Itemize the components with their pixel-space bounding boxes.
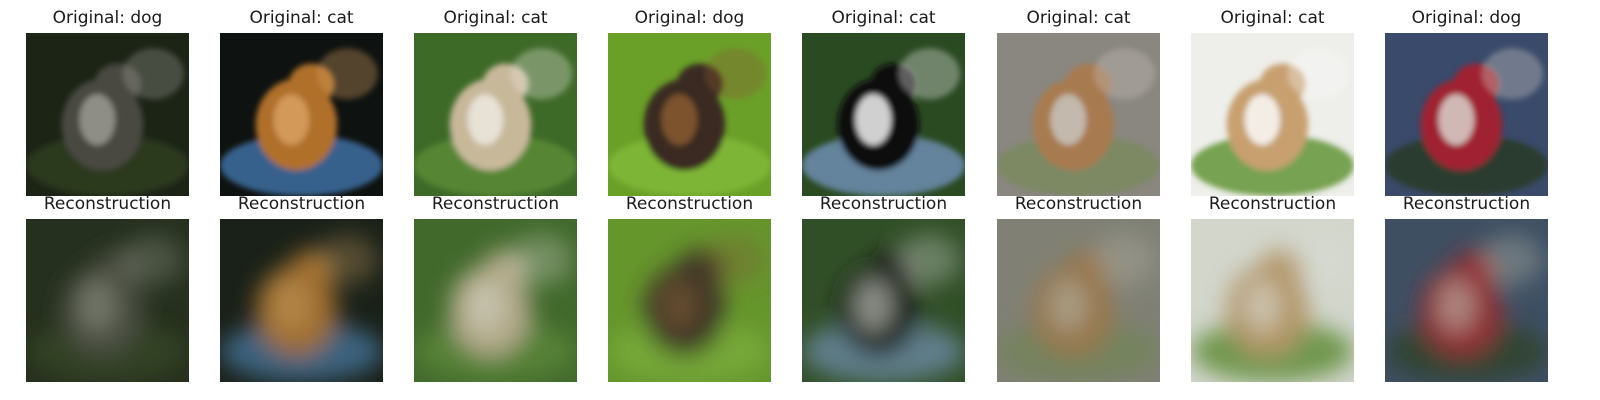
blurry-black-white-cat-reconstruction [802, 219, 965, 382]
spotted-cat-on-blue-photo [220, 33, 383, 196]
blurry-husky-reconstruction [1385, 219, 1548, 382]
cat-walking-on-white-photo [1191, 33, 1354, 196]
tabby-cat-standing-photo [997, 33, 1160, 196]
reconstruction-title: Reconstruction [237, 194, 366, 214]
original-title: Original: dog [634, 8, 745, 28]
brown-dog-walking-on-grass-photo [608, 33, 771, 196]
cat-lying-on-grass-photo [414, 33, 577, 196]
blurry-dark-dog-reconstruction [26, 219, 189, 382]
original-title: Original: cat [1026, 8, 1131, 28]
dark-dog-sitting-photo [26, 33, 189, 196]
original-title: Original: dog [1411, 8, 1522, 28]
original-title: Original: cat [1220, 8, 1325, 28]
reconstruction-title: Reconstruction [1014, 194, 1143, 214]
original-title: Original: cat [443, 8, 548, 28]
original-title: Original: cat [831, 8, 936, 28]
blurry-white-reconstruction [1191, 219, 1354, 382]
black-white-cat-sitting-photo [802, 33, 965, 196]
reconstruction-title: Reconstruction [431, 194, 560, 214]
husky-dog-with-people-photo [1385, 33, 1548, 196]
blurry-grass-reconstruction [414, 219, 577, 382]
original-title: Original: dog [52, 8, 163, 28]
reconstruction-title: Reconstruction [819, 194, 948, 214]
blurry-cat-reconstruction [220, 219, 383, 382]
blurry-dog-on-grass-reconstruction [608, 219, 771, 382]
blurry-gray-green-reconstruction [997, 219, 1160, 382]
reconstruction-title: Reconstruction [1402, 194, 1531, 214]
reconstruction-title: Reconstruction [43, 194, 172, 214]
original-title: Original: cat [249, 8, 354, 28]
reconstruction-title: Reconstruction [1208, 194, 1337, 214]
reconstruction-title: Reconstruction [625, 194, 754, 214]
